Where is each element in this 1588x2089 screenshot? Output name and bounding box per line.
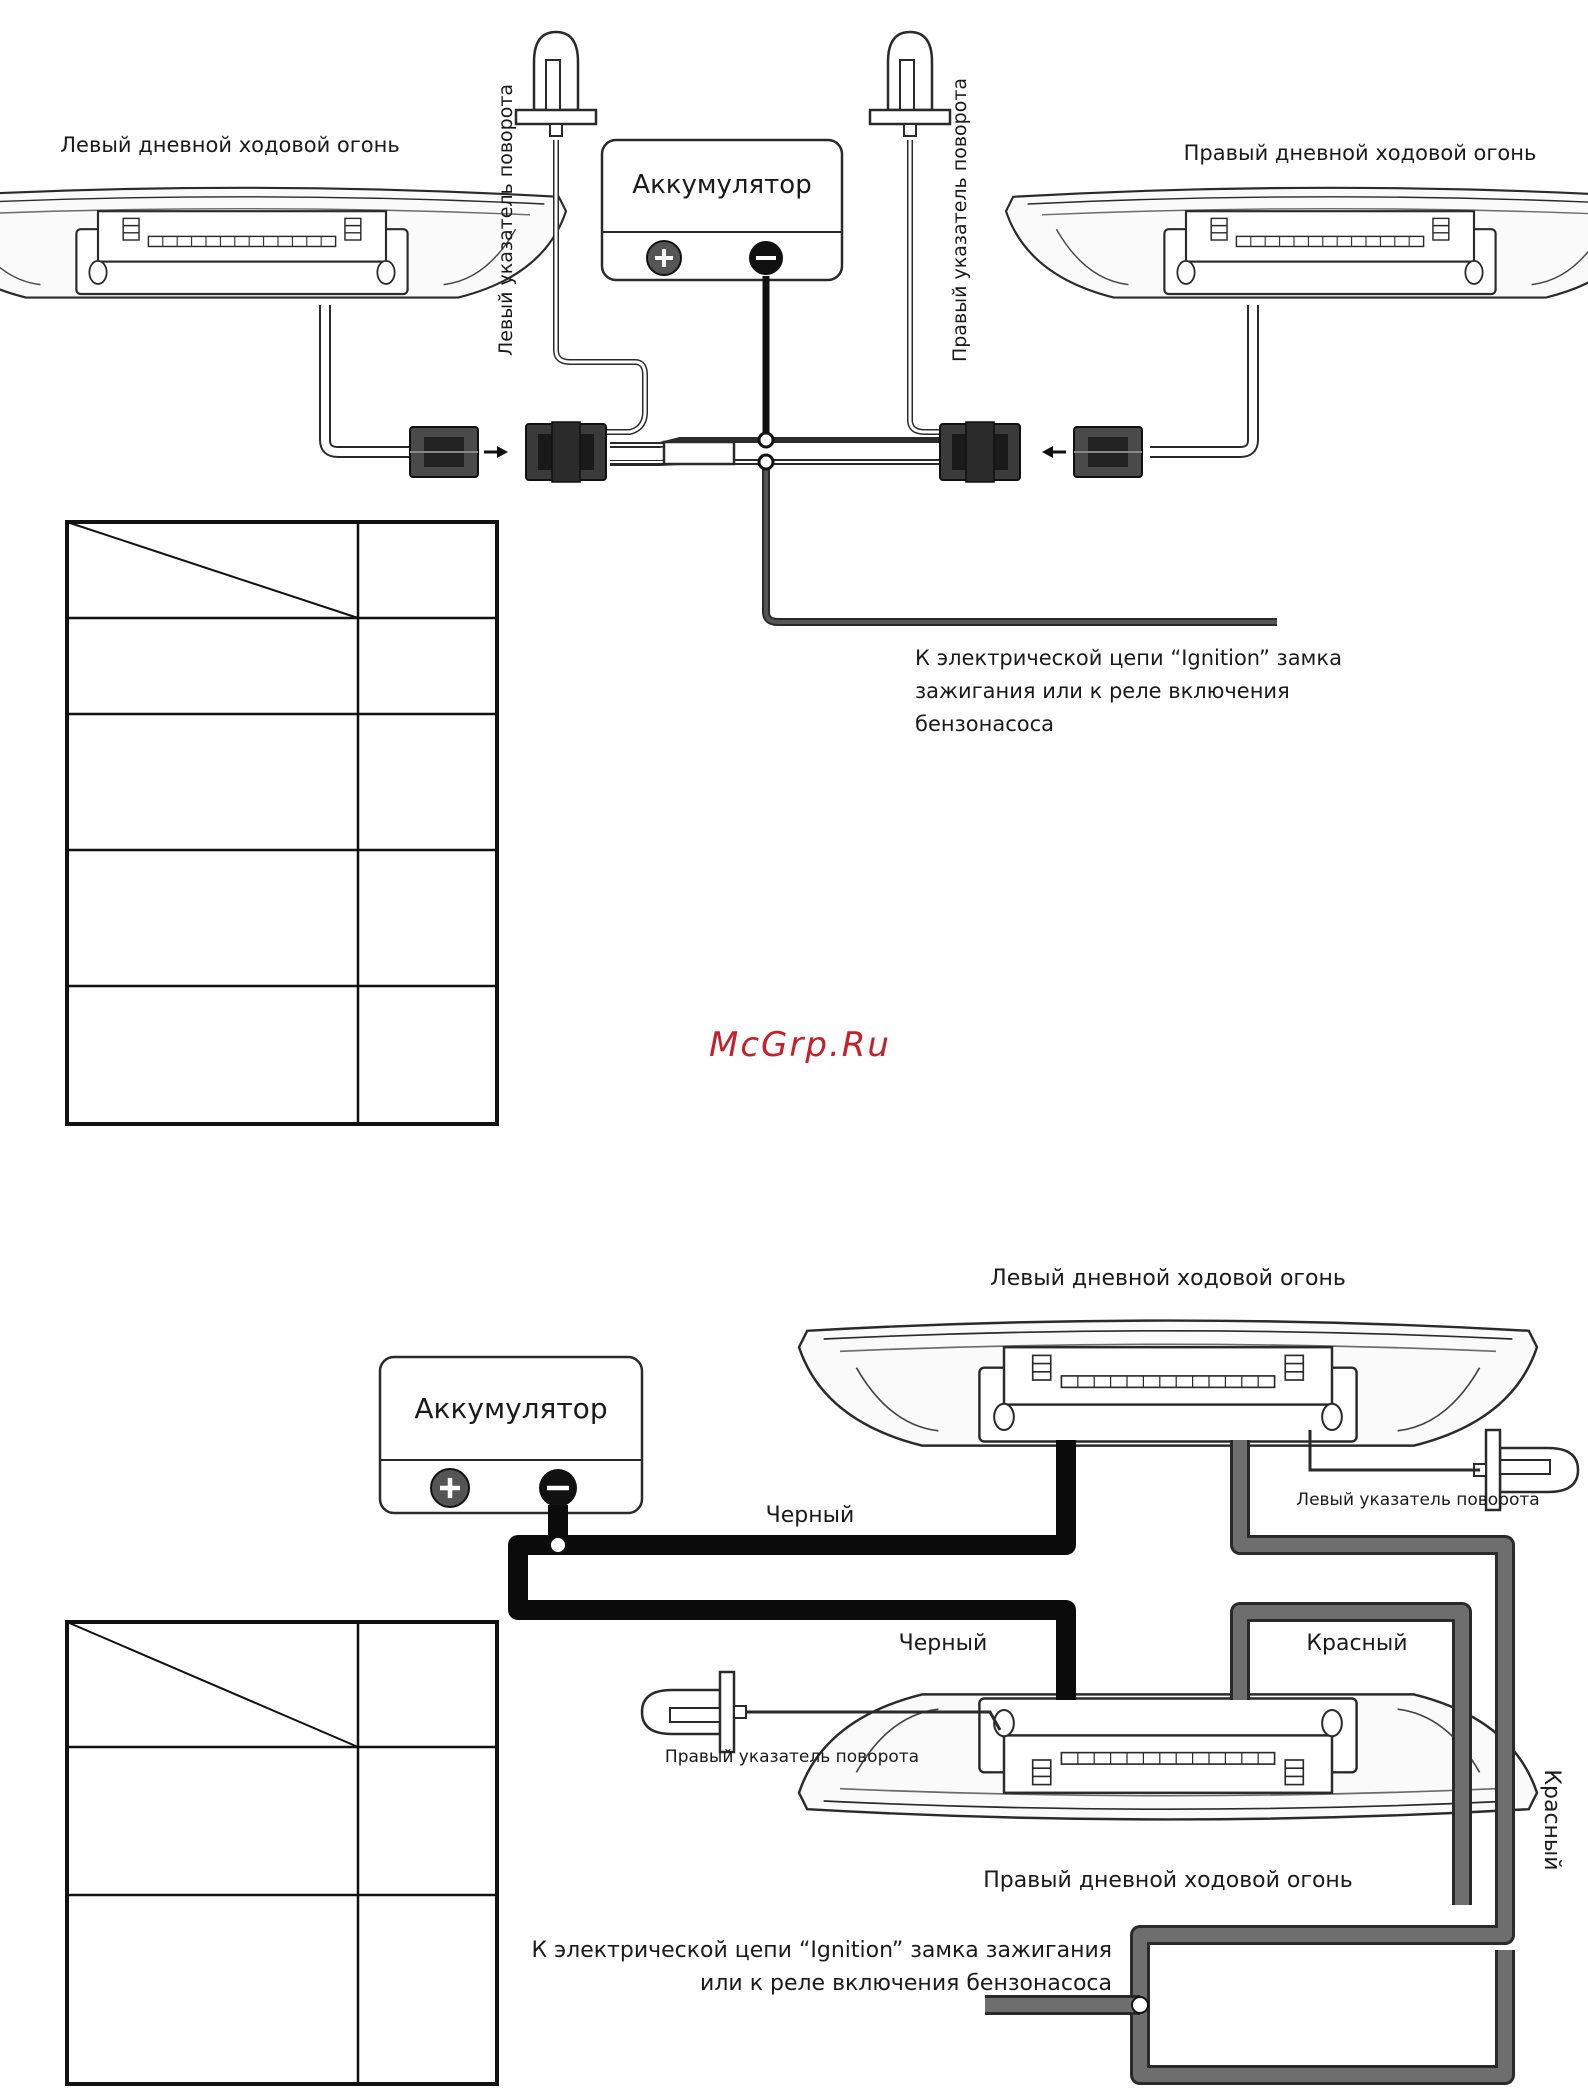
d1-left-turn-label: Левый указатель поворота	[495, 84, 517, 356]
diagram-2-serial-wiring: Левый дневной ходовой огонь Правый дневн…	[65, 1266, 1580, 2086]
watermark: McGrp.Ru	[709, 1025, 891, 1065]
d2-battery-label: Аккумулятор	[414, 1392, 607, 1425]
d2-left-drl-lamp-icon	[797, 1319, 1539, 1447]
d1-left-drl-label: Левый дневной ходовой огонь	[60, 133, 399, 157]
d2-ignition-line1: К электрической цепи “Ignition” замка за…	[531, 1938, 1112, 1963]
right-turn-bulb-icon	[868, 30, 952, 138]
d1-ignition-line3: бензонасоса	[915, 712, 1054, 736]
d2-left-turn-label: Левый указатель поворота	[1296, 1490, 1539, 1510]
d2-plus-terminal-icon	[430, 1468, 470, 1508]
plus-terminal-icon	[646, 240, 682, 276]
left-drl-lamp-icon	[0, 186, 568, 299]
d1-left-socket-icon	[525, 421, 607, 483]
d1-right-drl-label: Правый дневной ходовой огонь	[1184, 141, 1537, 165]
d2-right-turn-label: Правый указатель поворота	[665, 1747, 919, 1767]
d1-right-plug-icon	[1073, 426, 1143, 478]
d2-red-label-1: Красный	[1306, 1631, 1407, 1656]
right-drl-lamp-icon	[1004, 186, 1588, 299]
d1-ignition-line1: К электрической цепи “Ignition” замка	[915, 646, 1342, 670]
d2-ignition-line2: или к реле включения бензонасоса	[700, 1971, 1112, 1996]
d1-ignition-line2: зажигания или к реле включения	[915, 679, 1290, 703]
d1-right-socket-icon	[939, 421, 1021, 483]
d1-left-plug-icon	[409, 426, 479, 478]
d2-right-drl-label: Правый дневной ходовой огонь	[983, 1868, 1353, 1893]
d2-minus-terminal-icon	[539, 1469, 577, 1507]
d2-right-turn-bulb-icon	[640, 1670, 748, 1754]
d2-black-label-1: Черный	[766, 1503, 855, 1528]
d2-battery: Аккумулятор	[378, 1355, 644, 1515]
minus-terminal-icon	[749, 241, 783, 275]
d1-battery: Аккумулятор	[600, 138, 844, 282]
d2-blank-table	[65, 1620, 499, 2086]
d2-black-label-2: Черный	[899, 1631, 988, 1656]
d2-splice-red-icon	[1131, 1996, 1149, 2014]
d2-red-label-2: Красный	[1539, 1769, 1564, 1870]
d1-battery-label: Аккумулятор	[632, 170, 811, 200]
left-turn-bulb-icon	[514, 30, 598, 138]
d1-right-turn-label: Правый указатель поворота	[949, 78, 971, 362]
d2-left-drl-label: Левый дневной ходовой огонь	[990, 1266, 1346, 1291]
d1-wires	[319, 140, 1277, 626]
d1-blank-table	[65, 520, 499, 1126]
diagram-1-parallel-wiring: Левый дневной ходовой огонь Правый дневн…	[0, 30, 1588, 1126]
d2-splice-black-icon	[549, 1536, 567, 1554]
